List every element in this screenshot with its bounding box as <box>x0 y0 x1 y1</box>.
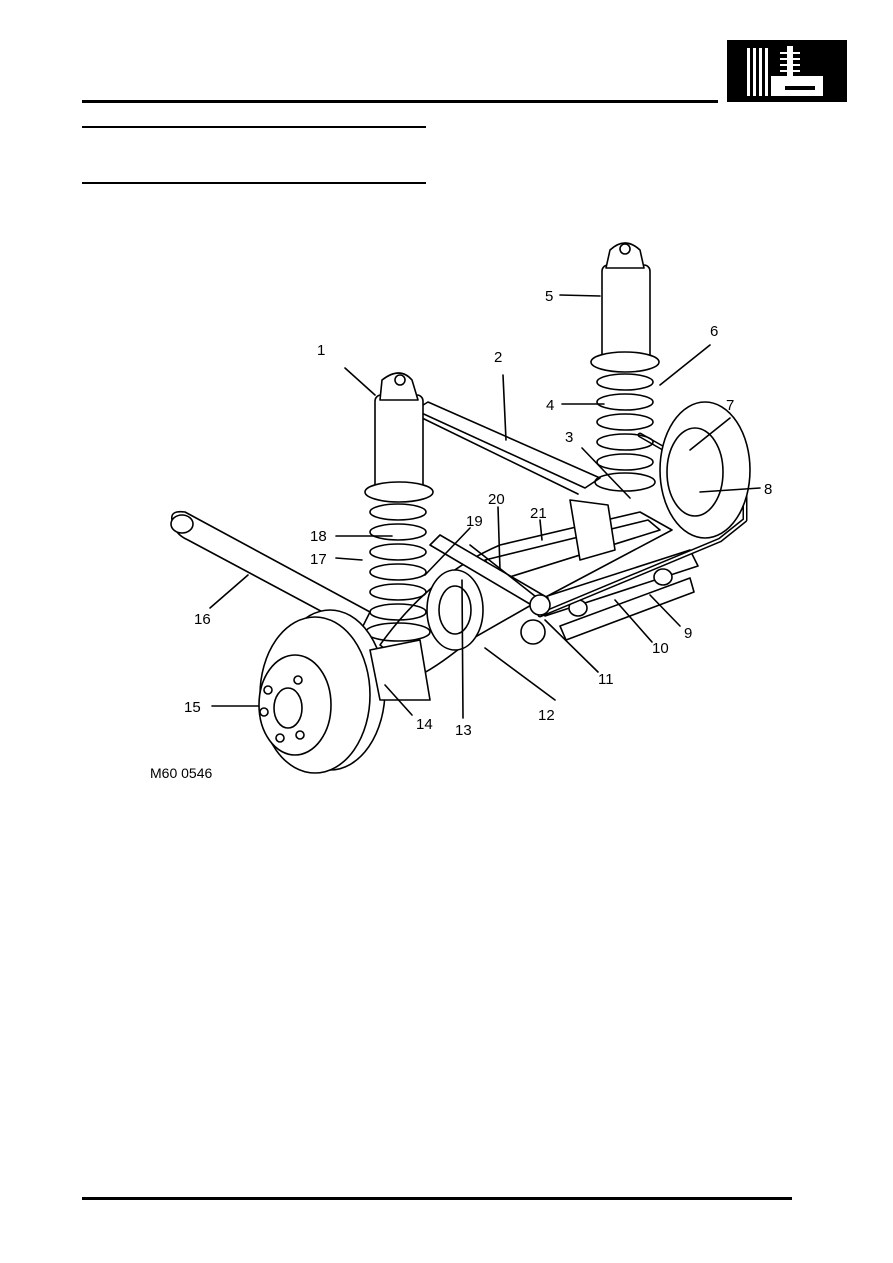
rear-suspension-icon <box>747 46 823 96</box>
callout-7: 7 <box>726 397 734 414</box>
callout-8: 8 <box>764 481 772 498</box>
callout-3: 3 <box>565 429 573 446</box>
section-rule-bottom <box>82 182 426 184</box>
header-rule <box>82 100 718 103</box>
section-rule-top <box>82 126 426 128</box>
footer-rule <box>82 1197 792 1200</box>
callout-10: 10 <box>652 640 669 657</box>
callout-20: 20 <box>488 491 505 508</box>
callout-15: 15 <box>184 699 201 716</box>
callout-9: 9 <box>684 625 692 642</box>
callout-21: 21 <box>530 505 547 522</box>
callout-11: 11 <box>598 671 614 688</box>
figure-code: M60 0546 <box>150 765 212 781</box>
callout-12: 12 <box>538 707 555 724</box>
callout-13: 13 <box>455 722 472 739</box>
callout-4: 4 <box>546 397 554 414</box>
callout-16: 16 <box>194 611 211 628</box>
callout-2: 2 <box>494 349 502 366</box>
callout-17: 17 <box>310 551 327 568</box>
section-tab <box>727 40 847 102</box>
callout-5: 5 <box>545 288 553 305</box>
callout-6: 6 <box>710 323 718 340</box>
callout-19: 19 <box>466 513 483 530</box>
callout-14: 14 <box>416 716 433 733</box>
callout-1: 1 <box>317 342 325 359</box>
callout-18: 18 <box>310 528 327 545</box>
